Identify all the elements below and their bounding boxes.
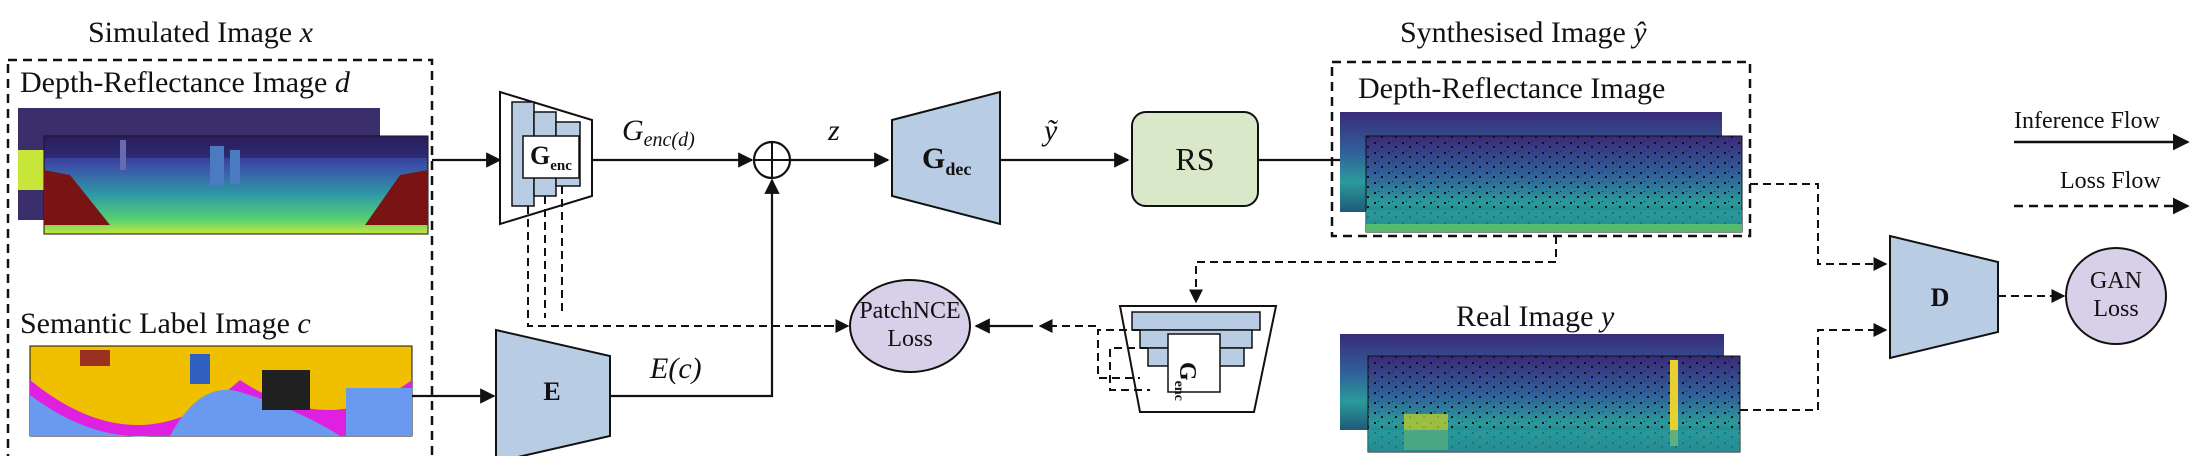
d-label: D (1931, 283, 1950, 312)
latent-z-label: z (827, 114, 840, 147)
discriminator-block: D (1889, 234, 1999, 360)
legend-inference-label: Inference Flow (2014, 108, 2161, 134)
legend: Inference Flow Loss Flow (2014, 108, 2190, 215)
dashed-genc-features (527, 186, 838, 327)
genc-output-label: Genc(d) (622, 114, 695, 151)
depth-reflectance-output-title: Depth-Reflectance Image (1358, 72, 1665, 105)
semantic-encoder-block: E (495, 328, 611, 456)
arrow-synth-to-genc2 (1189, 236, 1557, 304)
gan-label-line2: Loss (2093, 296, 2138, 322)
g-enc2-label: Genc (1171, 362, 1200, 401)
g-dec-label: Gdec (922, 142, 971, 179)
rs-label: RS (1175, 141, 1214, 177)
depth-reflectance-input-image (18, 108, 429, 235)
depth-reflectance-input-title: Depth-Reflectance Image d (20, 66, 351, 99)
gan-loss-node: GAN Loss (2065, 247, 2167, 345)
sum-node (752, 140, 792, 180)
e-label: E (543, 377, 560, 406)
synthesised-image-frame (1330, 60, 1752, 238)
g-enc-label: Genc (530, 141, 572, 174)
arrow-synth-to-d (1750, 183, 1888, 271)
simulated-image-title: Simulated Image x (88, 16, 314, 49)
rs-block: RS (1131, 111, 1259, 207)
patchnce-loss-node: PatchNCE Loss (849, 279, 971, 373)
simulated-image-frame (6, 58, 434, 456)
generator-encoder-block-2: Genc (1118, 305, 1278, 413)
synthesised-image-title: Synthesised Image ŷ (1400, 16, 1647, 49)
legend-loss-label: Loss Flow (2060, 168, 2161, 194)
dashed-genc2-features (1097, 329, 1150, 391)
patchnce-label-line1: PatchNCE (859, 298, 960, 324)
semantic-label-image (29, 345, 413, 437)
generator-encoder-block: Genc (499, 90, 593, 226)
arrow-e-to-sum (610, 178, 780, 398)
generator-decoder-block: Gdec (891, 90, 1001, 226)
gan-label-line1: GAN (2090, 268, 2142, 294)
real-image-title: Real Image y (1456, 300, 1615, 333)
arrow-real-to-d (1740, 323, 1888, 411)
patchnce-label-line2: Loss (887, 326, 932, 352)
synthesised-depth-image (1340, 112, 1743, 233)
real-depth-image (1340, 334, 1741, 453)
ytilde-label: ỹ (1041, 114, 1058, 147)
semantic-label-title: Semantic Label Image c (20, 307, 311, 340)
ec-label: E(c) (649, 352, 702, 385)
